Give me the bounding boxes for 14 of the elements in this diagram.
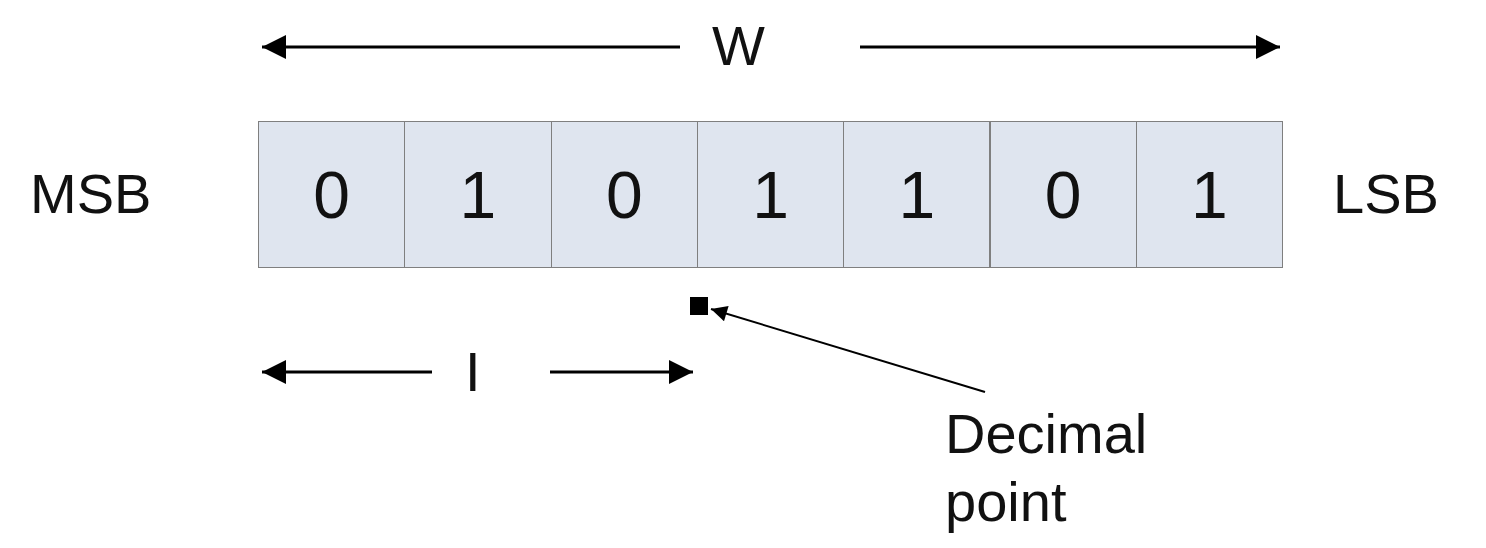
bit-cell: 0	[989, 121, 1137, 268]
dimension-label: W	[712, 18, 765, 74]
dimension-label: I	[465, 344, 481, 400]
bit-cell: 0	[550, 121, 698, 268]
callout-text: Decimal point	[945, 400, 1235, 537]
bit-order-label: LSB	[1333, 166, 1439, 222]
bit-cell: 1	[843, 121, 991, 268]
bit-cell: 0	[258, 121, 406, 268]
leader-line	[710, 306, 986, 393]
decimal-point-mark	[690, 297, 708, 315]
bit-cell: 1	[1135, 121, 1284, 268]
bit-order-label: MSB	[30, 166, 152, 222]
bit-cell: 1	[696, 121, 845, 268]
bit-cell: 1	[404, 121, 552, 268]
